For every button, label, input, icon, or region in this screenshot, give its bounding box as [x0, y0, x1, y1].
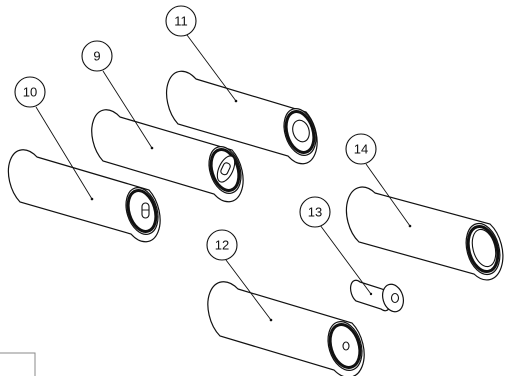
balloon-13: 13 [299, 196, 331, 228]
balloon-10: 10 [14, 76, 46, 108]
leader-line-11 [186, 34, 237, 102]
balloon-14-label: 14 [354, 142, 368, 157]
leader-line-14 [365, 163, 411, 227]
part-14-cylinder [345, 186, 504, 281]
part-11-cylinder [165, 70, 318, 165]
balloon-11: 11 [165, 5, 197, 37]
part-10-cylinder [7, 149, 161, 243]
balloon-9-label: 9 [93, 49, 100, 64]
balloon-12-label: 12 [215, 238, 229, 253]
balloon-9: 9 [81, 40, 113, 72]
part-12-cylinder [207, 281, 365, 376]
leader-line-10 [35, 106, 93, 200]
leader-line-13 [319, 224, 372, 295]
part-13-pin [349, 279, 405, 313]
balloon-13-label: 13 [308, 205, 322, 220]
balloon-11-label: 11 [174, 14, 188, 29]
balloon-12: 12 [206, 229, 238, 261]
leader-line-12 [225, 259, 272, 321]
balloon-14: 14 [345, 133, 377, 165]
frame-corner [0, 352, 36, 376]
balloon-10-label: 10 [23, 85, 37, 100]
part-9-cylinder [91, 109, 244, 203]
leader-line-9 [102, 70, 153, 149]
